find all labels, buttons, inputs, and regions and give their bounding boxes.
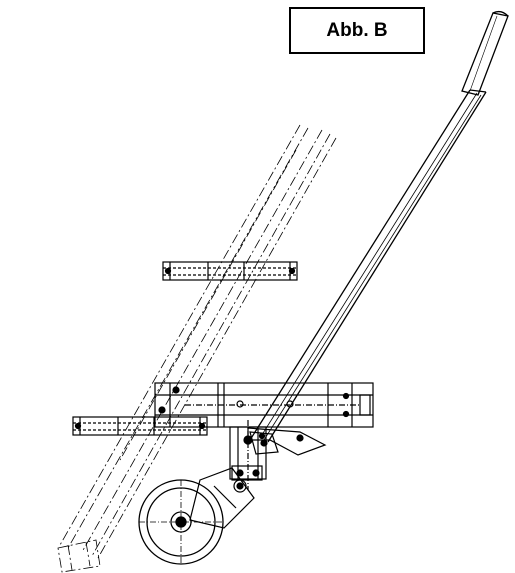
main-handle [249,89,487,443]
frame-housing [154,382,374,428]
handle-mount [249,431,279,455]
lower-crossbar [72,416,208,436]
phantom-handle-outline [57,124,337,573]
wheel [138,479,224,565]
upper-crossbar [162,261,298,281]
locking-lever [247,427,327,456]
wheel-fork [189,467,255,529]
figure-label: Abb. B [289,7,425,54]
handle-grip [461,10,509,96]
